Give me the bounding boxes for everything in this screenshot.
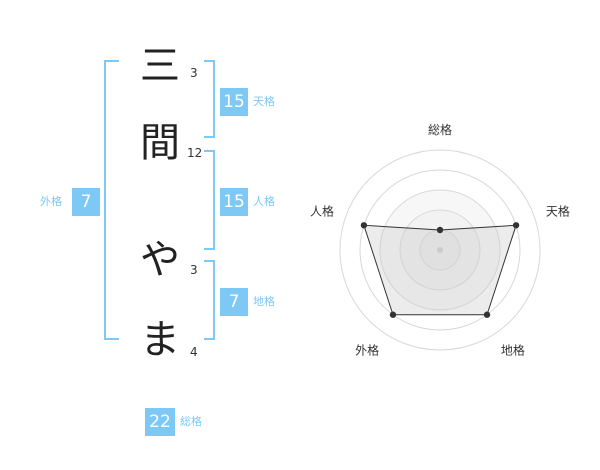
name-char-4: ま: [140, 317, 180, 363]
radar-point-0: [436, 226, 444, 234]
radar-axis-label-1: 天格: [546, 204, 570, 219]
jinkaku-label: 人格: [253, 195, 275, 208]
stroke-count-4: 4: [190, 345, 198, 359]
tenkaku-bracket: [213, 60, 215, 138]
gaikaku-bracket-top: [104, 60, 119, 62]
jinkaku-value-badge: 15: [220, 188, 248, 216]
chikaku-bracket: [213, 260, 215, 340]
chikaku-bracket-top: [204, 260, 215, 262]
stroke-count-3: 3: [190, 263, 198, 277]
name-char-2: 間: [140, 120, 180, 166]
radar-axis-label-0: 総格: [428, 122, 452, 137]
jinkaku-bracket-bottom: [204, 248, 215, 250]
tenkaku-label: 天格: [253, 95, 275, 108]
stroke-count-2: 12: [187, 146, 203, 160]
jinkaku-bracket-top: [204, 150, 215, 152]
radar-axis-label-4: 人格: [310, 204, 334, 219]
gaikaku-label: 外格: [40, 195, 62, 208]
gaikaku-bracket: [104, 60, 106, 340]
gaikaku-bracket-bottom: [104, 338, 119, 340]
jinkaku-bracket: [213, 150, 215, 250]
tenkaku-bracket-top: [204, 60, 215, 62]
soukaku-label: 総格: [180, 415, 202, 428]
gaikaku-value-badge: 7: [72, 188, 100, 216]
radar-point-1: [512, 222, 520, 229]
radar-center: [437, 247, 443, 253]
soukaku-value-badge: 22: [145, 408, 175, 436]
tenkaku-value-badge: 15: [220, 88, 248, 116]
radar-axis-label-3: 外格: [355, 342, 379, 357]
chikaku-value-badge: 7: [220, 288, 248, 316]
chikaku-label: 地格: [253, 295, 275, 308]
name-char-1: 三: [140, 43, 180, 89]
radar-point-2: [483, 311, 491, 318]
radar-data-polygon: [363, 224, 517, 316]
tenkaku-bracket-bottom: [204, 136, 215, 138]
radar-axis-label-2: 地格: [501, 342, 525, 357]
radar-point-3: [389, 311, 397, 318]
stroke-count-1: 3: [190, 66, 198, 80]
chikaku-bracket-bottom: [204, 338, 215, 340]
radar-point-4: [360, 222, 368, 229]
radar-points: [360, 222, 520, 318]
name-char-3: や: [140, 237, 180, 283]
radar-grid: [339, 149, 541, 351]
